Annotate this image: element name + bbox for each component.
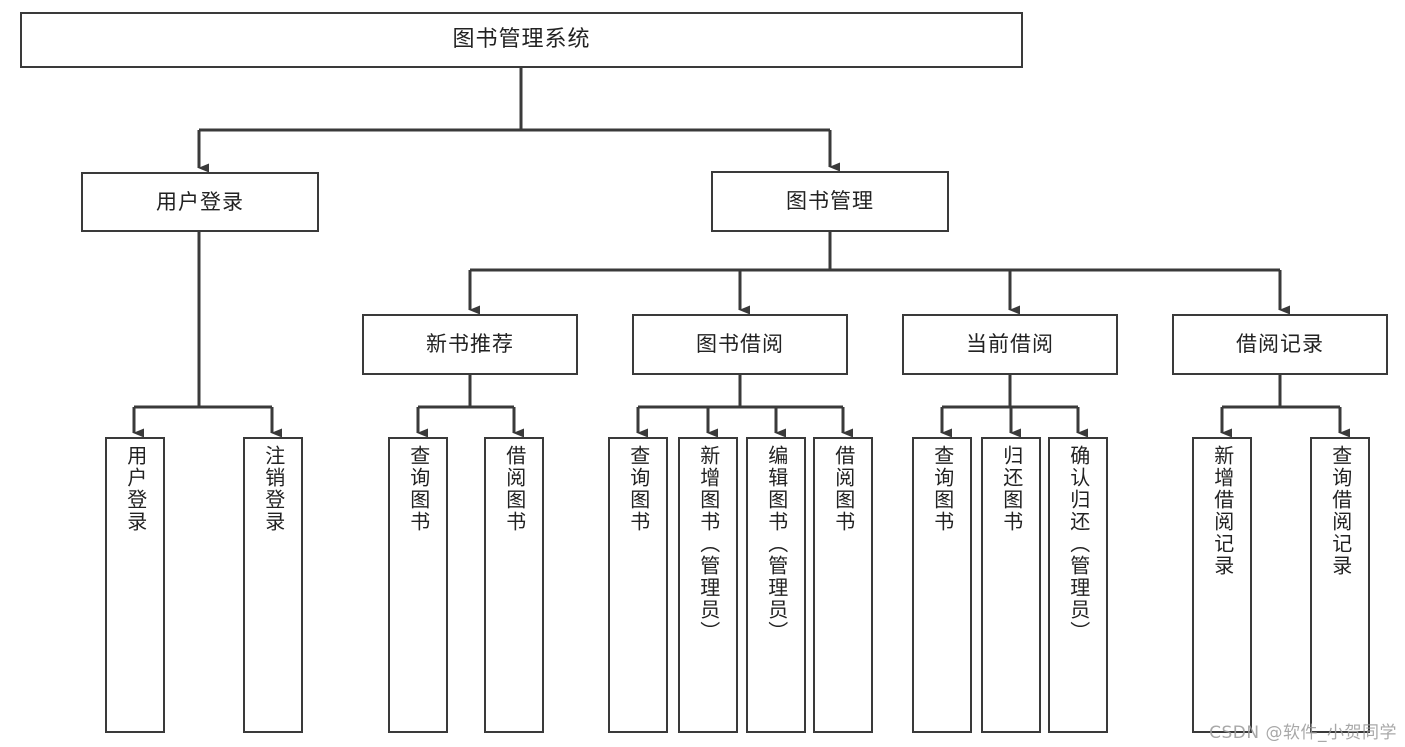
node-root[interactable]: 图书管理系统 xyxy=(20,12,1023,68)
node-book-borrow[interactable]: 图书借阅 xyxy=(632,314,848,375)
node-leaf-edit-book[interactable]: 编辑图书（管理员） xyxy=(746,437,806,733)
node-leaf-borrow-book-2-label: 借阅图书 xyxy=(831,445,856,533)
node-book-management-label: 图书管理 xyxy=(786,189,874,214)
node-leaf-return-book-label: 归还图书 xyxy=(999,445,1024,533)
watermark-text: CSDN @软件_小贺同学 xyxy=(1209,723,1397,743)
node-leaf-logout-label: 注销登录 xyxy=(261,445,286,533)
node-leaf-add-book-label: 新增图书（管理员） xyxy=(696,445,721,643)
node-leaf-borrow-book-2[interactable]: 借阅图书 xyxy=(813,437,873,733)
node-leaf-query-book-1[interactable]: 查询图书 xyxy=(388,437,448,733)
node-leaf-borrow-book-1[interactable]: 借阅图书 xyxy=(484,437,544,733)
node-leaf-add-record[interactable]: 新增借阅记录 xyxy=(1192,437,1252,733)
node-leaf-logout[interactable]: 注销登录 xyxy=(243,437,303,733)
node-leaf-query-book-2[interactable]: 查询图书 xyxy=(608,437,668,733)
node-leaf-borrow-book-1-label: 借阅图书 xyxy=(502,445,527,533)
node-leaf-query-record-label: 查询借阅记录 xyxy=(1328,445,1353,577)
node-new-book-recommend-label: 新书推荐 xyxy=(426,332,514,357)
node-leaf-edit-book-label: 编辑图书（管理员） xyxy=(764,445,789,643)
node-leaf-add-book[interactable]: 新增图书（管理员） xyxy=(678,437,738,733)
node-new-book-recommend[interactable]: 新书推荐 xyxy=(362,314,578,375)
node-book-borrow-label: 图书借阅 xyxy=(696,332,784,357)
node-leaf-query-book-3[interactable]: 查询图书 xyxy=(912,437,972,733)
node-leaf-confirm-return-label: 确认归还（管理员） xyxy=(1066,445,1091,643)
node-current-borrow-label: 当前借阅 xyxy=(966,332,1054,357)
node-borrow-record[interactable]: 借阅记录 xyxy=(1172,314,1388,375)
node-leaf-query-book-3-label: 查询图书 xyxy=(930,445,955,533)
node-leaf-query-book-1-label: 查询图书 xyxy=(406,445,431,533)
node-root-label: 图书管理系统 xyxy=(452,27,591,53)
node-book-management[interactable]: 图书管理 xyxy=(711,171,949,232)
node-leaf-user-login[interactable]: 用户登录 xyxy=(105,437,165,733)
node-user-login-label: 用户登录 xyxy=(156,189,244,214)
node-leaf-query-book-2-label: 查询图书 xyxy=(626,445,651,533)
node-leaf-confirm-return[interactable]: 确认归还（管理员） xyxy=(1048,437,1108,733)
node-leaf-add-record-label: 新增借阅记录 xyxy=(1210,445,1235,577)
node-leaf-return-book[interactable]: 归还图书 xyxy=(981,437,1041,733)
node-leaf-user-login-label: 用户登录 xyxy=(123,445,148,533)
node-leaf-query-record[interactable]: 查询借阅记录 xyxy=(1310,437,1370,733)
node-borrow-record-label: 借阅记录 xyxy=(1236,332,1324,357)
node-current-borrow[interactable]: 当前借阅 xyxy=(902,314,1118,375)
node-user-login[interactable]: 用户登录 xyxy=(81,172,319,232)
